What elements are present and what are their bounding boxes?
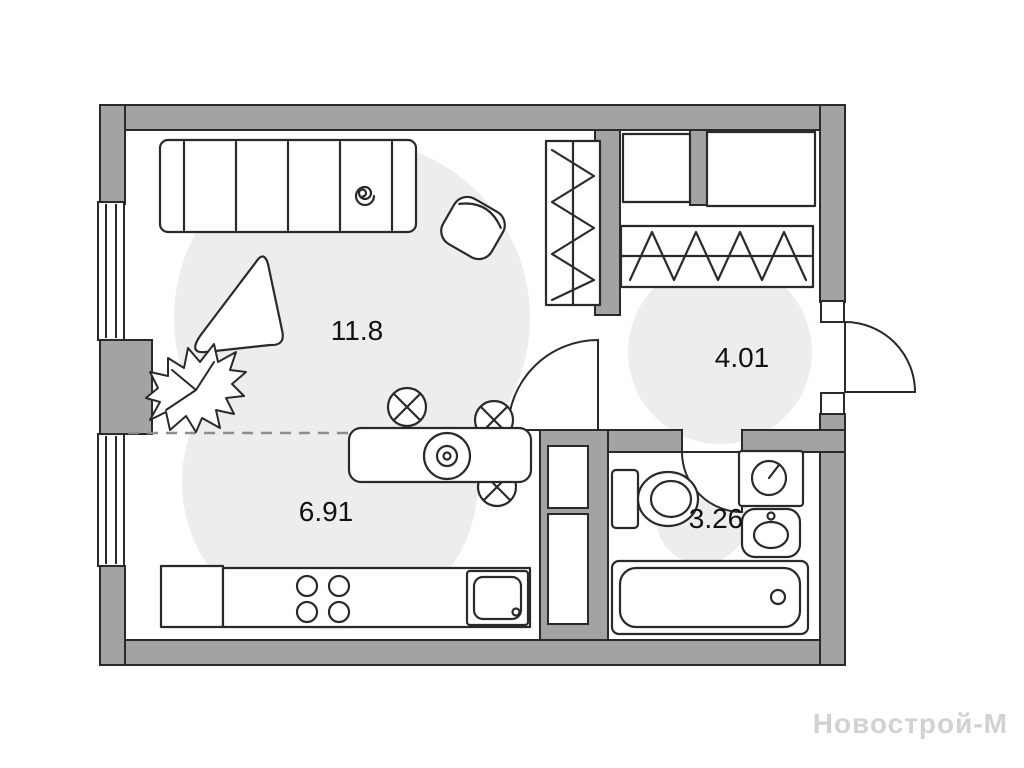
- sofa: [158, 138, 418, 234]
- cooktop-burner: [295, 600, 319, 624]
- plant-stem: [165, 389, 197, 411]
- wall-left-lower: [99, 565, 126, 666]
- fridge: [159, 564, 225, 629]
- furniture: [145, 130, 817, 636]
- cooktop-burner: [327, 574, 351, 598]
- plant-stem: [171, 369, 197, 391]
- kitchen-sink-faucet: [511, 607, 521, 617]
- wall-left-upper: [99, 104, 126, 205]
- duct-shaft-upper: [547, 445, 589, 509]
- kitchen-sink-basin: [472, 575, 523, 621]
- openings: [97, 201, 845, 625]
- bathroom-fixtures: [610, 449, 810, 636]
- plant-leaves: [145, 343, 247, 433]
- wall-bottom: [99, 639, 846, 666]
- closet-cabinet-left: [621, 132, 692, 204]
- washing-machine-dial: [767, 463, 781, 480]
- dining-table: [347, 426, 533, 484]
- door-swing-entry: [844, 320, 917, 393]
- wardrobe-living: [544, 139, 602, 307]
- bathtub-inner: [618, 566, 802, 629]
- rug-triangle: [194, 255, 284, 354]
- room-labels: 11.8 6.91 4.01 3.26: [299, 315, 770, 534]
- entry-door-jamb-top: [820, 300, 845, 323]
- closet-cabinet-right: [705, 130, 817, 208]
- wall-closet-divider: [689, 129, 708, 206]
- dining-chair: [386, 386, 428, 428]
- wall-hall-bath-left: [607, 429, 683, 453]
- plant-stem: [195, 361, 215, 391]
- kitchen: [159, 564, 532, 629]
- watermark: Новострой-М: [813, 708, 1008, 739]
- duct-shaft-lower: [547, 513, 589, 625]
- cooktop-burner: [327, 600, 351, 624]
- armchair: [440, 195, 506, 261]
- cooktop-burner: [295, 574, 319, 598]
- wall-left-pier: [99, 339, 153, 435]
- table-plate-dot: [442, 451, 452, 461]
- door-swing-bathroom: [680, 451, 743, 514]
- wall-top: [99, 104, 846, 131]
- chair-leg-cross: [392, 392, 422, 422]
- plant-monstera: [145, 343, 247, 433]
- wall-right-upper: [819, 104, 846, 303]
- bathroom-area-label: 3.26: [689, 503, 744, 534]
- living-room-area-label: 11.8: [331, 315, 383, 346]
- hallway-shade: [628, 260, 812, 444]
- bathtub-drain: [769, 588, 787, 606]
- wardrobe-living-hatch: [550, 148, 596, 302]
- toilet-bowl-inner: [649, 479, 693, 519]
- window-upper: [97, 201, 125, 341]
- basin-bowl: [752, 520, 790, 550]
- armchair-back: [458, 202, 502, 229]
- sofa-decor-swirl: [354, 185, 376, 207]
- kitchen-area-label: 6.91: [299, 496, 354, 527]
- entry-door-jamb-bottom: [820, 392, 845, 415]
- basin-faucet: [766, 511, 776, 521]
- wall-hall-bath-right: [741, 429, 846, 453]
- wardrobe-hallway-hatch: [628, 230, 808, 282]
- hallway-area-label: 4.01: [715, 342, 770, 373]
- wardrobe-hallway: [619, 224, 815, 289]
- toilet-tank: [610, 468, 640, 530]
- window-lower: [97, 433, 125, 567]
